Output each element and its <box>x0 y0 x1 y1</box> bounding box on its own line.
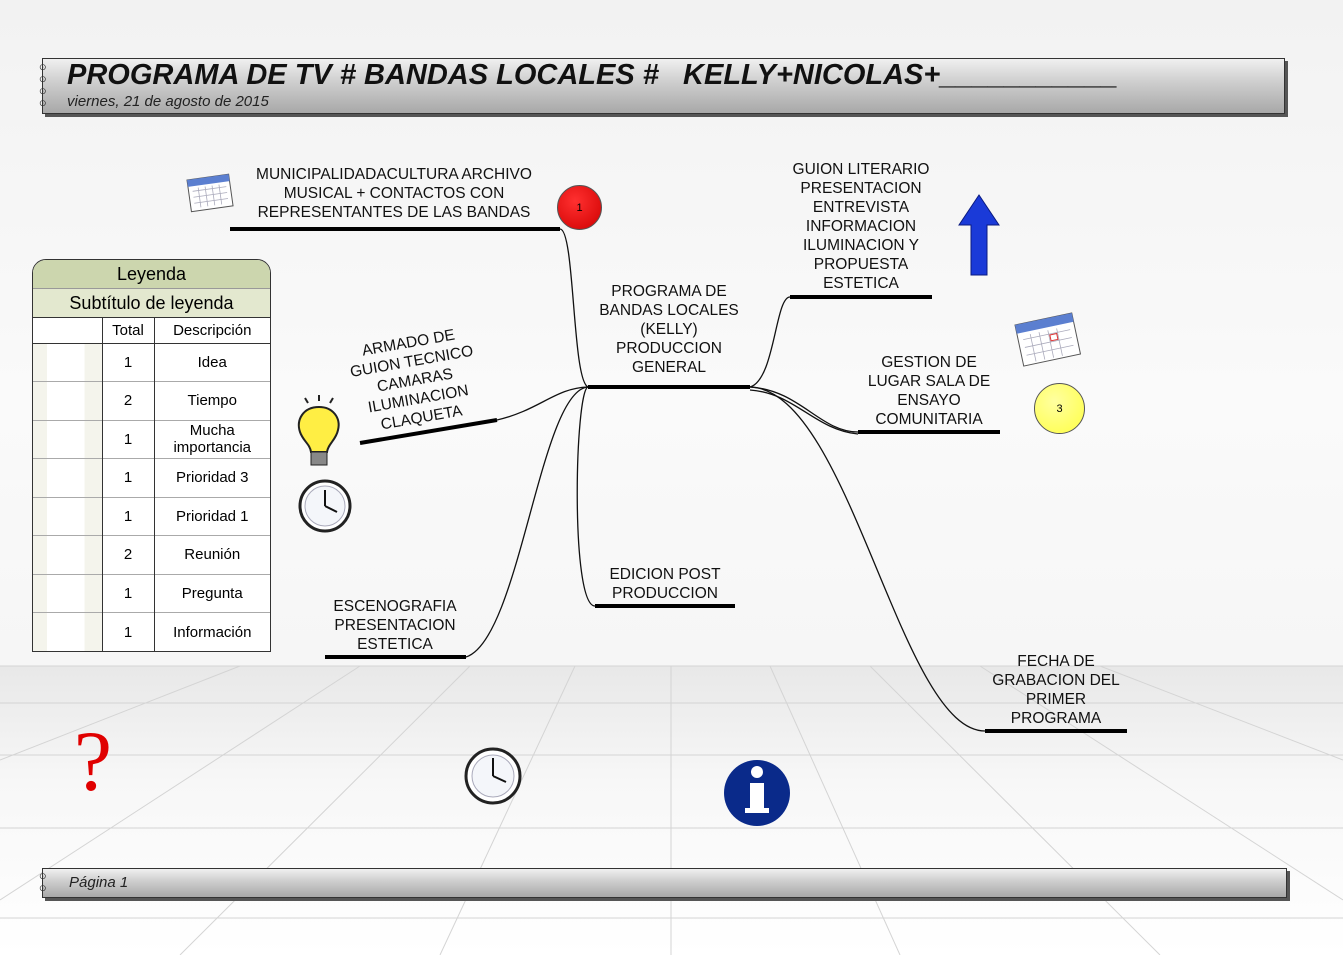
legend-subtitle: Subtítulo de leyenda <box>33 289 270 318</box>
binder-rings-icon: ⊙⊙ <box>39 871 47 893</box>
priority-1-marker: 1 <box>557 185 602 230</box>
arrow-up-icon <box>958 194 1000 276</box>
node-guion[interactable]: GUION LITERARIO PRESENTACION ENTREVISTA … <box>792 161 930 292</box>
page-date: viernes, 21 de agosto de 2015 <box>67 93 269 110</box>
clock-icon <box>464 747 522 805</box>
legend-col-desc: Descripción <box>154 318 270 344</box>
header-bar: ⊙⊙⊙⊙ PROGRAMA DE TV # BANDAS LOCALES # K… <box>39 58 1285 114</box>
info-icon <box>724 760 790 826</box>
legend-title: Leyenda <box>33 260 270 289</box>
footer-bar: ⊙⊙ Página 1 <box>39 868 1287 898</box>
priority-3-marker: 3 <box>1034 383 1085 434</box>
calendar-icon <box>1014 312 1082 367</box>
node-edicion[interactable]: EDICION POST PRODUCCION <box>609 566 721 602</box>
legend-col-total: Total <box>102 318 155 344</box>
node-central[interactable]: PROGRAMA DE BANDAS LOCALES (KELLY) PRODU… <box>599 283 739 376</box>
binder-rings-icon: ⊙⊙⊙⊙ <box>39 62 47 108</box>
node-municipalidad[interactable]: MUNICIPALIDADACULTURA ARCHIVO MUSICAL + … <box>256 166 532 221</box>
lightbulb-icon <box>298 395 340 466</box>
calendar-icon <box>186 173 234 213</box>
node-gestion[interactable]: GESTION DE LUGAR SALA DE ENSAYO COMUNITA… <box>867 354 991 428</box>
clock-icon <box>298 479 352 533</box>
question-icon: ? <box>74 713 112 809</box>
page-number: Página 1 <box>69 874 129 891</box>
page-title: PROGRAMA DE TV # BANDAS LOCALES # KELLY+… <box>67 59 1118 91</box>
node-escenografia[interactable]: ESCENOGRAFIA PRESENTACION ESTETICA <box>333 598 457 653</box>
node-fecha[interactable]: FECHA DE GRABACION DEL PRIMER PROGRAMA <box>992 653 1120 727</box>
